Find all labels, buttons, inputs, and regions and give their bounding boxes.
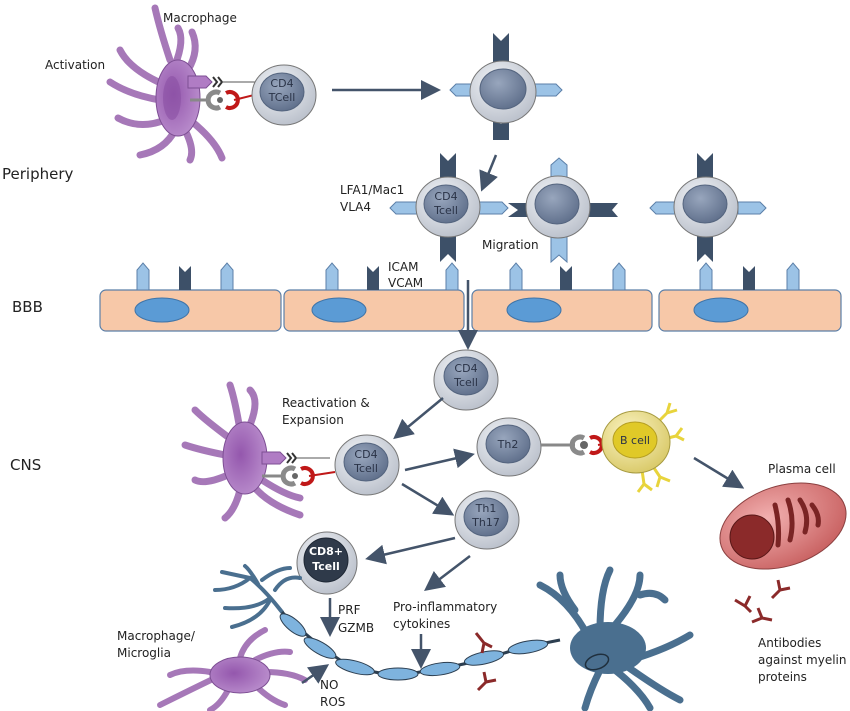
label-cytokines-2: cytokines [393,617,450,631]
label-antibodies-1: Antibodies [758,636,821,650]
label-activation: Activation [45,58,105,72]
cd4-tcell-reactivated: CD4 Tcell [334,434,400,496]
label-gzmb: GZMB [338,621,374,635]
endothelial-cell [99,289,282,332]
cell-label-line1: CD8+ [309,545,343,558]
cell-label-line1: CD4 [454,362,477,375]
label-macrophage: Macrophage [163,11,237,25]
mhc-tcr-complex-periphery [187,75,259,111]
th2-cell: Th2 [476,417,542,477]
adhesion-molecules [136,262,800,291]
arrow-to-migrating [479,154,498,192]
macrophage-microglia [157,627,308,711]
neuron-dendrites-left [213,564,302,629]
th1-th17-cell: Th1 Th17 [454,490,520,550]
arrow-to-cd8 [365,536,456,565]
label-integrins-1: LFA1/Mac1 [340,183,404,197]
mhc-tcr-complex-cns [261,451,336,487]
label-antibodies-2: against myelin [758,653,846,667]
label-plasma-cell: Plasma cell [768,462,836,476]
cell-label-line2: TCell [268,91,296,104]
cell-label-line1: CD4 [434,190,457,203]
arrow-to-plasma-cell [693,456,745,489]
antibodies-free [734,579,791,624]
arrow-no-ros [301,664,330,685]
endothelial-cell [658,289,842,332]
antibodies-on-myelin [474,632,497,692]
activated-tcell-top [449,33,563,140]
cd4-tcell-migrating: CD4 Tcell [389,153,509,262]
cd8-tcell: CD8+ Tcell [296,531,358,595]
cd4-tcell-cns-entry: CD4 Tcell [433,349,499,411]
region-label-bbb: BBB [12,298,43,316]
activated-tcell-right [649,153,767,262]
cell-label: Th2 [497,438,519,451]
bbb-endothelium [99,289,842,332]
label-icam: ICAM [388,260,418,274]
label-vcam: VCAM [388,276,423,290]
cell-label-line1: CD4 [354,448,377,461]
cell-label-line2: Th17 [471,516,500,529]
label-antibodies-3: proteins [758,670,807,684]
cell-label-line2: Tcell [353,462,378,475]
b-cell: B cell [601,402,685,493]
cell-label-line2: Tcell [453,376,478,389]
cell-label: B cell [620,434,650,447]
label-reactivation-1: Reactivation & [282,396,370,410]
activated-tcell-middle [508,157,618,264]
endothelial-cell [283,289,465,332]
label-ros: ROS [320,695,345,709]
cell-label-line1: CD4 [270,77,293,90]
arrow-to-cytokines [424,555,471,592]
label-integrins-2: VLA4 [340,200,371,214]
label-macrophage-microglia-2: Microglia [117,646,171,660]
label-reactivation-2: Expansion [282,413,344,427]
label-cytokines-1: Pro-inflammatory [393,600,497,614]
myelinated-axon [279,610,561,681]
arrow-to-th1-th17 [401,482,455,516]
cell-label-line2: Tcell [312,560,340,573]
arrow-to-th2 [404,448,475,472]
arrow-to-reactivation [393,397,444,440]
region-label-cns: CNS [10,456,41,474]
neuron-cell-body [536,566,694,711]
label-macrophage-microglia-1: Macrophage/ [117,629,196,643]
cell-label-line2: Tcell [433,204,458,217]
label-prf: PRF [338,603,361,617]
label-no: NO [320,678,338,692]
cell-label-line1: Th1 [475,502,497,515]
endothelial-cell [471,289,653,332]
cd4-tcell-periphery: CD4 TCell [251,64,317,126]
macrophage-cns [181,381,304,522]
region-label-periphery: Periphery [2,165,73,183]
label-migration: Migration [482,238,539,252]
plasma-cell [719,482,847,570]
